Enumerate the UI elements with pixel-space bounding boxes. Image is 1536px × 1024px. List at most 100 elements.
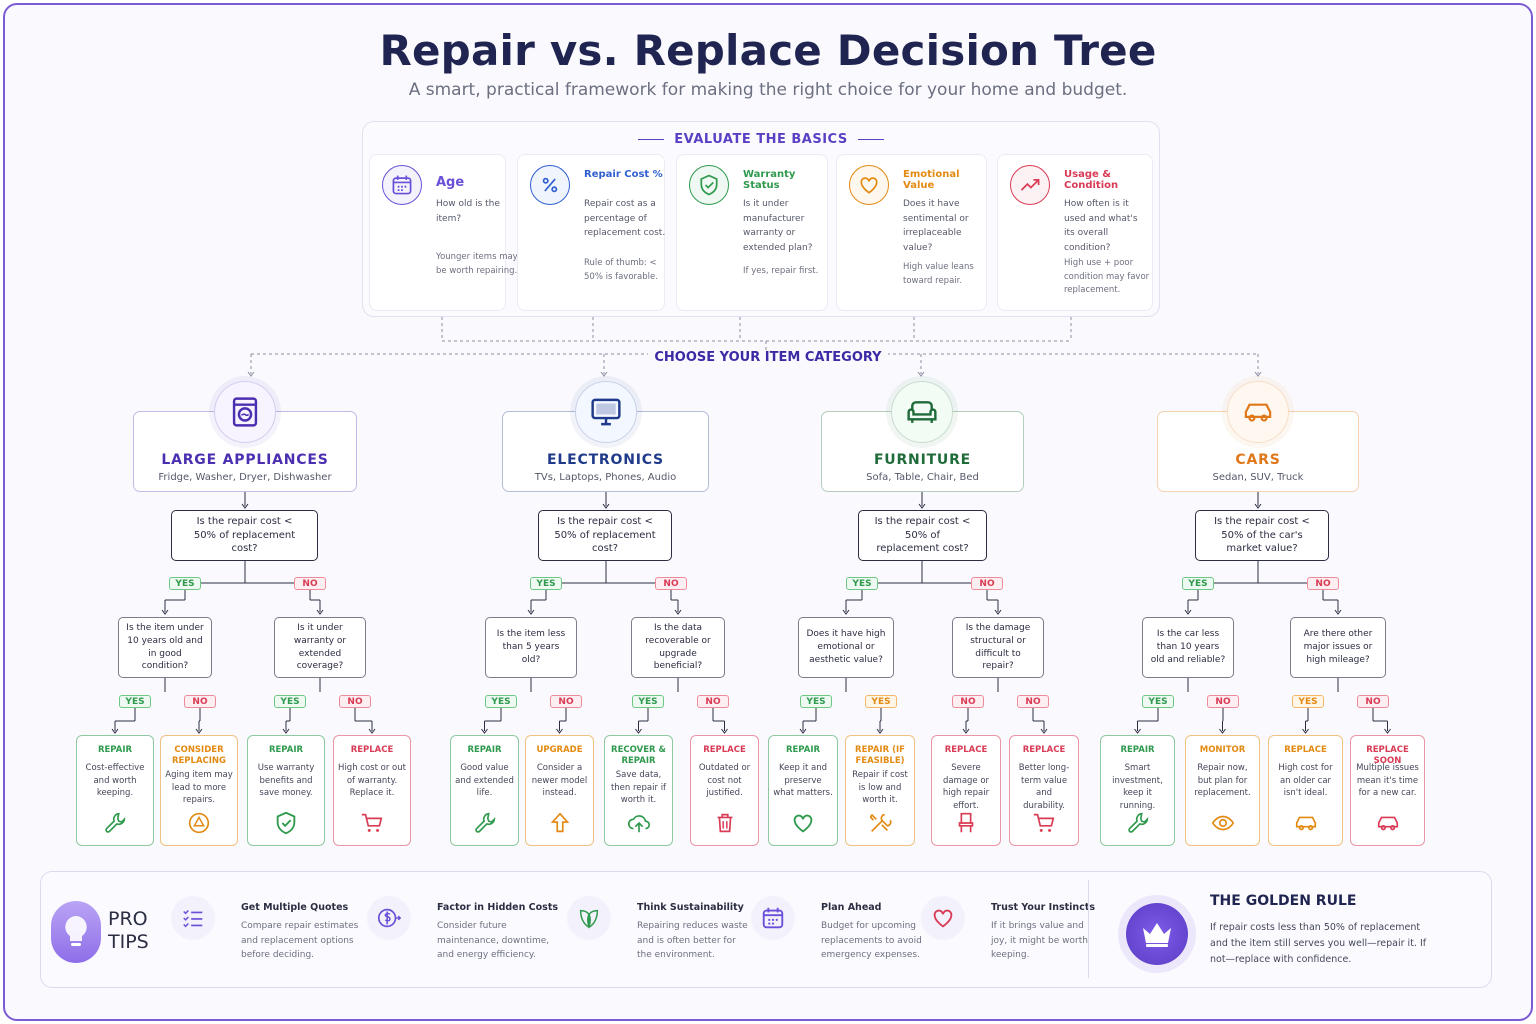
no-label: NO <box>1307 577 1339 590</box>
tip-title: Factor in Hidden Costs <box>437 902 559 913</box>
result-repair-if-feasible[interactable]: REPAIR (IF FEASIBLE)Repair if cost is lo… <box>845 735 915 846</box>
heart-icon <box>849 165 889 205</box>
cloud-upload-icon <box>626 810 652 836</box>
yes-branch-question: Is the car less than 10 years old and re… <box>1142 617 1234 678</box>
no-label: NO <box>184 695 216 708</box>
no-branch-question: Are there other major issues or high mil… <box>1290 617 1386 678</box>
no-branch-question: Is the damage structural or difficult to… <box>952 617 1044 678</box>
checklist-icon <box>171 896 215 940</box>
eye-icon <box>1210 810 1236 836</box>
yes-label: YES <box>119 695 151 708</box>
basic-card-desc: Is it under manufacturer warranty or ext… <box>743 199 813 253</box>
wrench-icon <box>102 810 128 836</box>
page-title: Repair vs. Replace Decision Tree <box>379 26 1157 75</box>
golden-rule-title: THE GOLDEN RULE <box>1210 893 1357 909</box>
basic-card-desc: How often is it used and what's its over… <box>1064 199 1138 253</box>
result-title: REPLACE <box>944 745 988 755</box>
tip-desc: Repairing reduces waste and is often bet… <box>637 921 748 960</box>
golden-rule-text: If repair costs less than 50% of replace… <box>1210 922 1427 965</box>
yes-branch-question: Is the item under 10 years old and in go… <box>118 617 212 678</box>
no-label: NO <box>1357 695 1389 708</box>
basic-card-note: If yes, repair first. <box>743 266 819 276</box>
basic-card-note: High value leans toward repair. <box>903 262 974 286</box>
wrench-icon <box>1125 810 1151 836</box>
result-monitor[interactable]: MONITOR Repair now, but plan for replacem… <box>1185 735 1260 846</box>
category-name: CARS <box>1235 452 1281 468</box>
no-label: NO <box>697 695 729 708</box>
tip-desc: Budget for upcoming replacements to avoi… <box>821 921 922 960</box>
result-replace[interactable]: REPLACE Severe damage or high repair effo… <box>931 735 1001 846</box>
car-icon <box>1375 810 1401 836</box>
category-name: FURNITURE <box>873 452 972 468</box>
yes-label: YES <box>632 695 664 708</box>
category-name: LARGE APPLIANCES <box>161 452 329 468</box>
page-subtitle: A smart, practical framework for making … <box>408 80 1128 100</box>
car-icon <box>1293 810 1319 836</box>
result-desc: Repair if cost is low and worth it. <box>852 770 908 805</box>
result-title: RECOVER & REPAIR <box>611 745 666 766</box>
basic-card-title: Repair Cost % <box>584 169 663 180</box>
result-title: REPLACE <box>350 745 394 755</box>
basic-card-title: Usage & Condition <box>1064 169 1119 191</box>
main-question: Is the repair cost < 50% of the car's ma… <box>1195 510 1329 561</box>
no-label: NO <box>952 695 984 708</box>
result-desc: Repair now, but plan for replacement. <box>1194 763 1251 798</box>
calendar-icon <box>382 165 422 205</box>
lightbulb-icon <box>51 901 101 963</box>
alert-icon <box>186 810 212 836</box>
arrow-up-icon <box>547 810 573 836</box>
result-title: REPAIR <box>785 745 821 755</box>
dollar-icon <box>367 896 411 940</box>
result-desc: Save data, then repair if worth it. <box>610 770 667 805</box>
result-desc: Aging item may lead to more repairs. <box>165 770 233 805</box>
calendar-icon <box>751 896 795 940</box>
result-recover-repair[interactable]: RECOVER & REPAIR Save data, then repair i… <box>604 735 673 846</box>
result-title: REPAIR <box>1120 745 1155 755</box>
result-title: REPLACE <box>703 745 746 755</box>
tip-title: Think Sustainability <box>637 902 744 913</box>
category-examples: Fridge, Washer, Dryer, Dishwasher <box>158 472 332 483</box>
shield-check-icon <box>689 165 729 205</box>
result-title: MONITOR <box>1199 745 1246 755</box>
no-label: NO <box>294 577 326 590</box>
result-replace[interactable]: REPLACE High cost or out of warranty. Rep… <box>333 735 411 846</box>
basic-card-title: Emotional Value <box>903 169 960 191</box>
shield-check-icon <box>273 810 299 836</box>
yes-label: YES <box>1292 695 1324 708</box>
category-name: ELECTRONICS <box>547 452 664 468</box>
yes-label: YES <box>274 695 306 708</box>
result-desc: High cost or out of warranty. Replace it… <box>338 763 406 798</box>
chair-icon <box>953 810 979 836</box>
basic-card-desc: Repair cost as a percentage of replaceme… <box>584 199 666 238</box>
no-branch-question: Is it under warranty or extended coverag… <box>274 617 366 678</box>
wrench-icon <box>472 810 498 836</box>
basic-card-title: Age <box>436 175 465 190</box>
heart-icon <box>921 896 965 940</box>
sofa-icon <box>891 381 953 443</box>
basic-card-desc: How old is the item? <box>436 199 500 224</box>
category-examples: TVs, Laptops, Phones, Audio <box>534 472 677 483</box>
main-question: Is the repair cost < 50% of replacement … <box>538 510 672 561</box>
result-desc: Severe damage or high repair effort. <box>942 763 990 811</box>
result-desc: Consider a newer model instead. <box>531 763 588 798</box>
main-question: Is the repair cost < 50% of replacement … <box>171 510 318 561</box>
no-label: NO <box>1017 695 1049 708</box>
result-title: REPAIR <box>268 745 304 755</box>
result-title: REPLACE <box>1022 745 1066 755</box>
